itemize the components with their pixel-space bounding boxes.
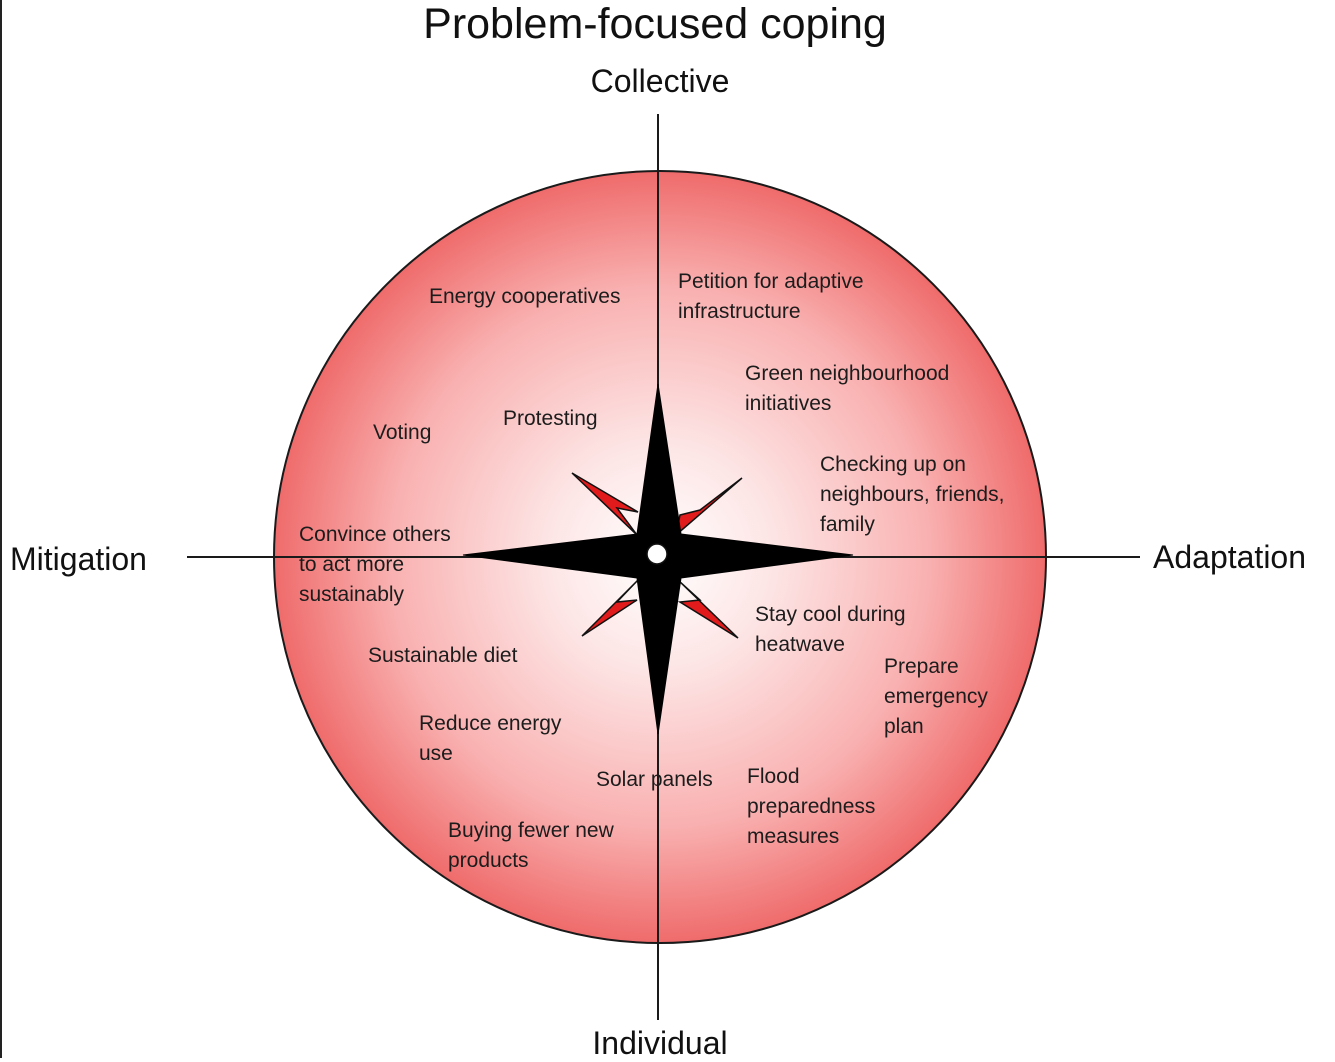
axis-label-collective: Collective xyxy=(590,63,730,99)
compass-star-secondary xyxy=(571,472,743,639)
item-line: Energy cooperatives xyxy=(429,285,621,308)
frame-edge xyxy=(0,0,2,1058)
item-line: products xyxy=(448,849,529,872)
item-energy-cooperatives: Energy cooperatives xyxy=(429,282,620,312)
compass-center-dot xyxy=(646,543,668,565)
item-solar-panels: Solar panels xyxy=(596,765,713,795)
item-line: measures xyxy=(747,825,840,848)
item-line: Prepare xyxy=(884,655,959,678)
star-point-ne xyxy=(674,477,743,537)
star-point-sw xyxy=(581,579,639,637)
item-line: sustainably xyxy=(299,583,405,606)
item-buying-fewer: Buying fewer new products xyxy=(448,816,614,876)
item-line: Checking up on xyxy=(820,453,966,476)
item-line: Stay cool during xyxy=(755,603,906,626)
item-line: neighbours, friends, xyxy=(820,483,1005,506)
item-convince-others: Convince others to act more sustainably xyxy=(299,520,451,610)
item-sustainable-diet: Sustainable diet xyxy=(368,641,517,671)
item-line: Flood xyxy=(747,765,800,788)
item-petition: Petition for adaptive infrastructure xyxy=(678,267,864,327)
item-line: Petition for adaptive xyxy=(678,270,864,293)
item-line: emergency xyxy=(884,685,988,708)
item-green-neighbourhood: Green neighbourhood initiatives xyxy=(745,359,949,419)
diagram-title: Problem-focused coping xyxy=(423,0,887,48)
item-line: family xyxy=(820,513,875,536)
item-line: use xyxy=(419,742,453,765)
item-line: heatwave xyxy=(755,633,845,656)
axis-label-mitigation: Mitigation xyxy=(10,541,147,577)
item-line: plan xyxy=(884,715,924,738)
axis-label-individual: Individual xyxy=(592,1025,728,1061)
item-line: to act more xyxy=(299,553,405,576)
item-reduce-energy: Reduce energy use xyxy=(419,709,561,769)
item-line: preparedness xyxy=(747,795,876,818)
item-protesting: Protesting xyxy=(503,404,598,434)
item-line: infrastructure xyxy=(678,300,801,323)
item-line: Buying fewer new xyxy=(448,819,614,842)
item-line: Reduce energy xyxy=(419,712,562,735)
item-voting: Voting xyxy=(373,418,431,448)
axis-label-adaptation: Adaptation xyxy=(1153,539,1307,575)
item-stay-cool: Stay cool during heatwave xyxy=(755,600,906,660)
item-line: Sustainable diet xyxy=(368,644,518,667)
item-line: Convince others xyxy=(299,523,451,546)
item-line: Green neighbourhood xyxy=(745,362,950,385)
item-line: Protesting xyxy=(503,407,598,430)
item-line: Voting xyxy=(373,421,432,444)
star-point-se xyxy=(677,579,739,639)
star-point-nw xyxy=(571,472,639,536)
item-line: initiatives xyxy=(745,392,832,415)
item-flood-preparedness: Flood preparedness measures xyxy=(747,762,875,852)
item-checking-up: Checking up on neighbours, friends, fami… xyxy=(820,450,1004,540)
item-prepare-plan: Prepare emergency plan xyxy=(884,652,988,742)
item-line: Solar panels xyxy=(596,768,713,791)
